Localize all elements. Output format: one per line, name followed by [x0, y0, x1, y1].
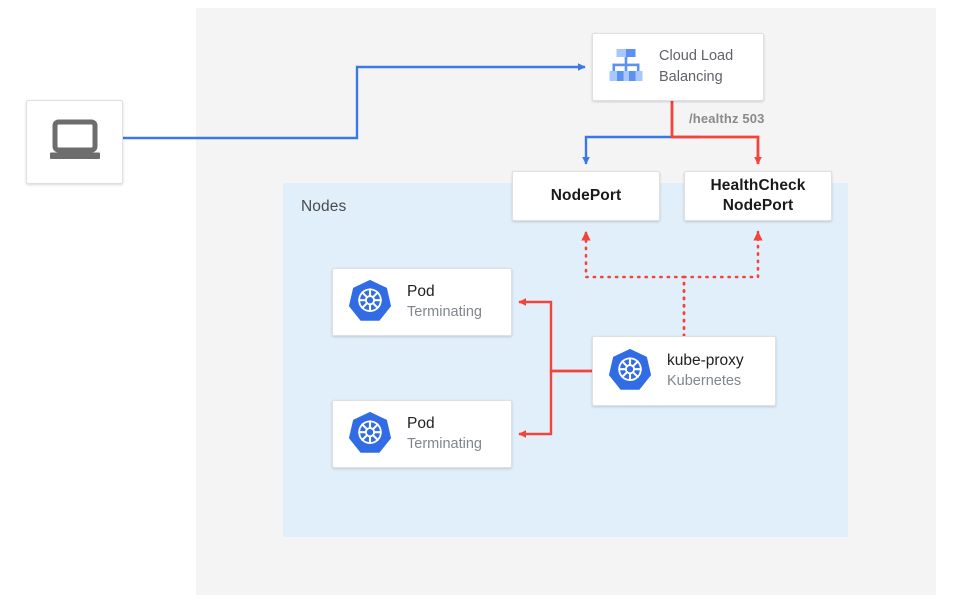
- kubernetes-icon: [347, 277, 393, 328]
- client-node[interactable]: [26, 100, 123, 184]
- cloud-load-balancing-node[interactable]: Cloud Load Balancing: [592, 33, 764, 101]
- pod-node-2[interactable]: Pod Terminating: [332, 400, 512, 468]
- kube-proxy-subtitle: Kubernetes: [667, 372, 742, 389]
- pod-2-title: Pod: [407, 415, 435, 433]
- laptop-icon: [47, 118, 103, 167]
- kubernetes-icon: [607, 346, 653, 397]
- nodeport-label: NodePort: [550, 187, 622, 205]
- cloud-load-balancing-line2: Balancing: [659, 69, 723, 85]
- kube-proxy-title: kube-proxy: [667, 352, 744, 370]
- nodes-region-label: Nodes: [301, 198, 347, 215]
- cloud-load-balancing-line1: Cloud Load: [659, 48, 734, 65]
- pod-node-1[interactable]: Pod Terminating: [332, 268, 512, 336]
- cloud-load-balancing-icon: [605, 44, 647, 91]
- healthz-503-label: /healthz 503: [689, 111, 765, 126]
- kube-proxy-node[interactable]: kube-proxy Kubernetes: [592, 336, 776, 406]
- pod-2-status: Terminating: [407, 435, 482, 452]
- pod-1-status: Terminating: [407, 303, 482, 320]
- healthcheck-nodeport-line2: NodePort: [722, 197, 794, 214]
- kubernetes-icon: [347, 409, 393, 460]
- healthcheck-nodeport-line1: HealthCheck: [710, 177, 806, 195]
- healthcheck-nodeport-node[interactable]: HealthCheck NodePort: [684, 171, 832, 221]
- pod-1-title: Pod: [407, 283, 435, 301]
- nodeport-node[interactable]: NodePort: [512, 171, 660, 221]
